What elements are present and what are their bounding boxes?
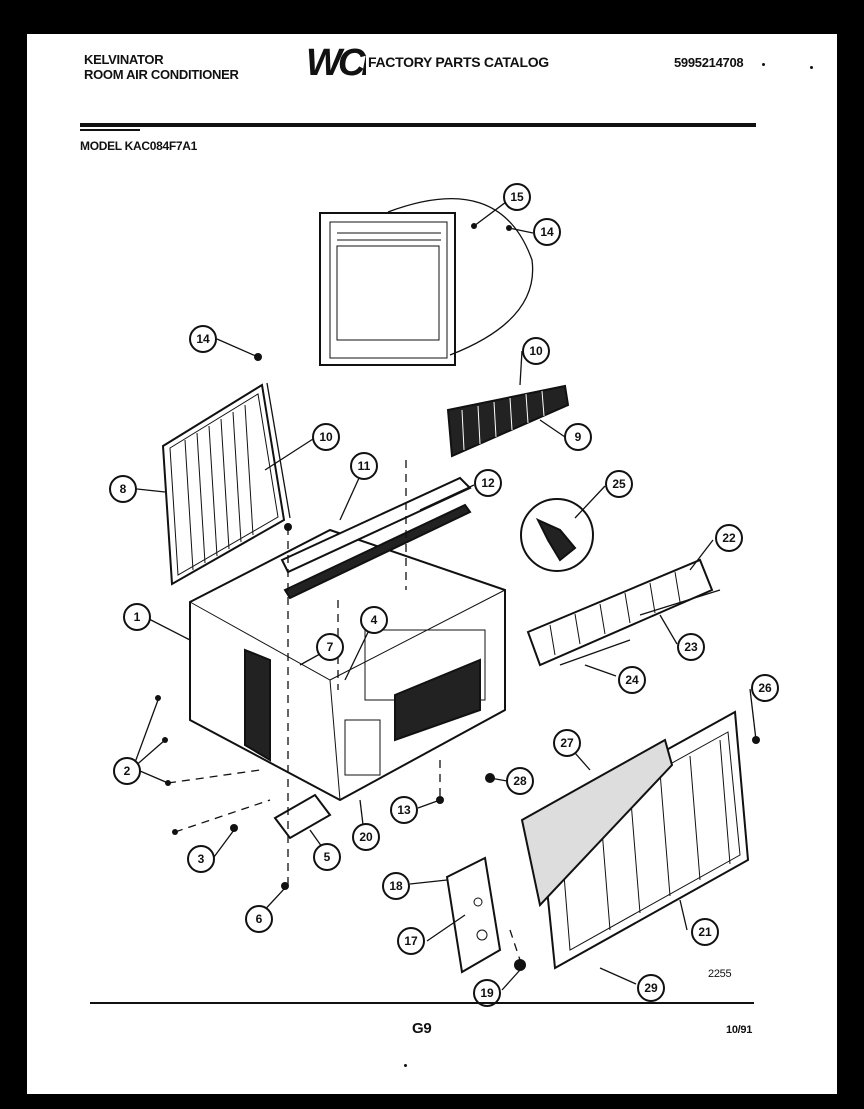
top-louver-part bbox=[446, 384, 570, 458]
catalog-date: 10/91 bbox=[726, 1024, 753, 1036]
air-deflector-part bbox=[526, 558, 721, 667]
svg-text:25: 25 bbox=[612, 477, 626, 491]
svg-text:7: 7 bbox=[327, 640, 334, 654]
svg-text:26: 26 bbox=[758, 681, 772, 695]
wci-logo-icon: WCI bbox=[306, 42, 366, 82]
callout-12: 12 bbox=[474, 469, 502, 497]
svg-text:2: 2 bbox=[124, 764, 131, 778]
svg-text:15: 15 bbox=[510, 190, 524, 204]
svg-text:6: 6 bbox=[256, 912, 263, 926]
svg-text:17: 17 bbox=[404, 934, 418, 948]
svg-text:21: 21 bbox=[698, 925, 712, 939]
svg-text:10: 10 bbox=[529, 344, 543, 358]
svg-text:4: 4 bbox=[371, 613, 378, 627]
callout-14a: 14 bbox=[189, 325, 217, 353]
callout-23: 23 bbox=[677, 633, 705, 661]
callout-5: 5 bbox=[313, 843, 341, 871]
base-pan-part bbox=[273, 793, 332, 840]
callout-4: 4 bbox=[360, 606, 388, 634]
speck bbox=[810, 66, 813, 69]
footer-rule bbox=[90, 1002, 754, 1004]
svg-text:10: 10 bbox=[319, 430, 333, 444]
callout-27: 27 bbox=[553, 729, 581, 757]
callout-20: 20 bbox=[352, 823, 380, 851]
header-rule bbox=[80, 123, 756, 127]
svg-text:24: 24 bbox=[625, 673, 639, 687]
callout-13: 13 bbox=[390, 796, 418, 824]
page-number: G9 bbox=[412, 1020, 432, 1037]
svg-text:28: 28 bbox=[513, 774, 527, 788]
svg-text:12: 12 bbox=[481, 476, 495, 490]
brand-block: KELVINATOR ROOM AIR CONDITIONER bbox=[84, 52, 239, 82]
callout-2: 2 bbox=[113, 757, 141, 785]
callout-9: 9 bbox=[564, 423, 592, 451]
svg-text:1: 1 bbox=[134, 610, 141, 624]
callout-22: 22 bbox=[715, 524, 743, 552]
callout-7: 7 bbox=[316, 633, 344, 661]
control-panel-part bbox=[445, 856, 502, 974]
callout-15: 15 bbox=[503, 183, 531, 211]
svg-text:19: 19 bbox=[480, 986, 494, 1000]
callout-3: 3 bbox=[187, 845, 215, 873]
side-filter-panel-part bbox=[161, 382, 291, 586]
svg-text:3: 3 bbox=[198, 852, 205, 866]
callout-29: 29 bbox=[637, 974, 665, 1002]
svg-text:27: 27 bbox=[560, 736, 574, 750]
callout-18: 18 bbox=[382, 872, 410, 900]
callout-6: 6 bbox=[245, 905, 273, 933]
callout-25: 25 bbox=[605, 470, 633, 498]
clip-detail-part bbox=[520, 498, 594, 572]
callout-21: 21 bbox=[691, 918, 719, 946]
svg-text:WCI: WCI bbox=[306, 42, 366, 82]
speck bbox=[762, 63, 765, 66]
svg-text:29: 29 bbox=[644, 981, 658, 995]
filter-part bbox=[520, 738, 674, 908]
header-rule-short bbox=[80, 129, 140, 131]
callout-17: 17 bbox=[397, 927, 425, 955]
svg-text:14: 14 bbox=[540, 225, 554, 239]
callout-10a: 10 bbox=[522, 337, 550, 365]
svg-text:5: 5 bbox=[324, 850, 331, 864]
product-line: ROOM AIR CONDITIONER bbox=[84, 67, 239, 82]
callout-19: 19 bbox=[473, 979, 501, 1007]
window-panel-part bbox=[319, 198, 534, 366]
catalog-number: 5995214708 bbox=[674, 55, 744, 70]
callout-24: 24 bbox=[618, 666, 646, 694]
leader-lines bbox=[132, 198, 757, 991]
svg-text:20: 20 bbox=[359, 830, 373, 844]
svg-text:22: 22 bbox=[722, 531, 736, 545]
svg-text:8: 8 bbox=[120, 482, 127, 496]
svg-text:9: 9 bbox=[575, 430, 582, 444]
cabinet-part bbox=[189, 528, 506, 802]
brand-name: KELVINATOR bbox=[84, 52, 164, 67]
svg-text:14: 14 bbox=[196, 332, 210, 346]
callout-11: 11 bbox=[350, 452, 378, 480]
svg-text:13: 13 bbox=[397, 803, 411, 817]
callout-8: 8 bbox=[109, 475, 137, 503]
diagram-code: 2255 bbox=[708, 968, 732, 980]
callout-26: 26 bbox=[751, 674, 779, 702]
callout-1: 1 bbox=[123, 603, 151, 631]
speck bbox=[404, 1064, 407, 1067]
svg-text:11: 11 bbox=[358, 459, 371, 473]
svg-text:18: 18 bbox=[389, 879, 403, 893]
callout-group: 1 2 3 4 5 6 7 8 9 10 10 11 12 13 14 14 1… bbox=[109, 183, 779, 1007]
catalog-title: FACTORY PARTS CATALOG bbox=[368, 54, 549, 70]
callout-28: 28 bbox=[506, 767, 534, 795]
top-rail-part bbox=[280, 476, 472, 600]
callout-14b: 14 bbox=[533, 218, 561, 246]
callout-10b: 10 bbox=[312, 423, 340, 451]
model-label: MODEL KAC084F7A1 bbox=[80, 139, 198, 153]
assembly-lines bbox=[167, 460, 521, 961]
svg-text:23: 23 bbox=[684, 640, 698, 654]
